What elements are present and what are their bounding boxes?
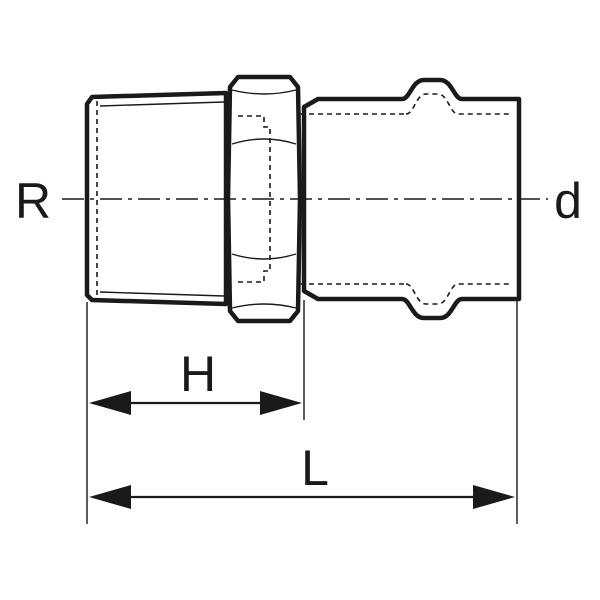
hex-nut <box>225 74 303 324</box>
arrowhead-right-icon <box>473 485 515 509</box>
label-d: d <box>554 173 582 229</box>
label-r: R <box>15 173 51 229</box>
dimension-h <box>89 391 302 415</box>
arrowhead-left-icon <box>89 391 131 415</box>
threaded-end <box>84 90 229 307</box>
dimension-l <box>89 485 515 509</box>
press-body <box>300 77 522 321</box>
label-h: H <box>180 346 216 402</box>
arrowhead-left-icon <box>89 485 131 509</box>
label-l: L <box>301 440 329 496</box>
arrowhead-right-icon <box>260 391 302 415</box>
